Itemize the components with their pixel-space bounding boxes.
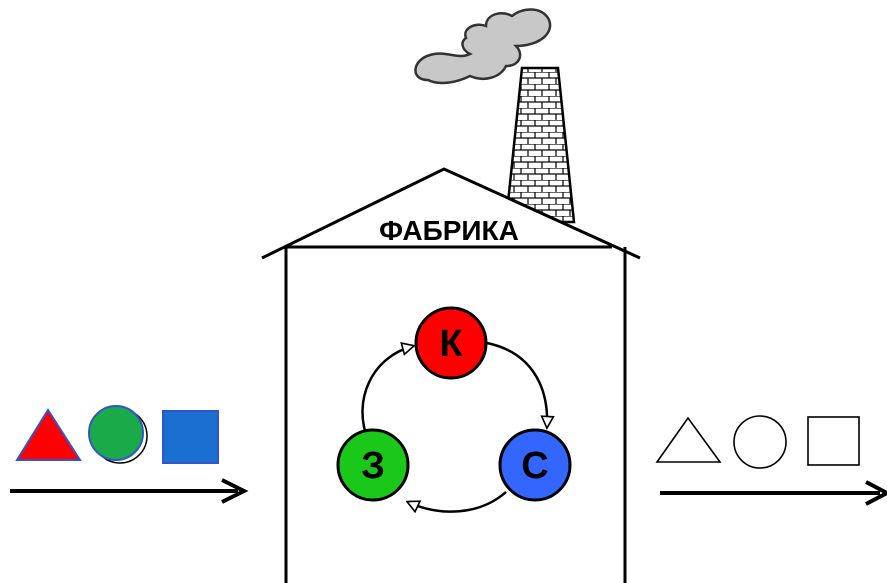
- factory-roof: ФАБРИКА: [261, 167, 641, 260]
- output-arrow-head: [865, 480, 887, 506]
- factory-walls: [284, 247, 627, 583]
- arrow-k-to-s: [486, 341, 547, 427]
- chimney: [504, 66, 576, 224]
- node-k-circle: [414, 306, 488, 380]
- cycle-node-k: К: [414, 306, 488, 380]
- output-circle: [733, 415, 787, 469]
- node-z-letter: З: [361, 445, 385, 487]
- input-square: [162, 410, 219, 464]
- arrow-s-to-z: [408, 491, 507, 512]
- smoke-path: [414, 8, 552, 85]
- factory-title: ФАБРИКА: [379, 215, 519, 246]
- input-arrow: [10, 478, 249, 504]
- arrow-z-to-k: [361, 346, 413, 441]
- output-shapes: [655, 415, 860, 469]
- node-k-letter: К: [439, 323, 463, 365]
- output-square: [807, 416, 860, 466]
- node-s-circle: [498, 428, 572, 502]
- output-arrow: [660, 480, 887, 506]
- cycle-node-z: З: [336, 428, 410, 502]
- cycle-arrows: [361, 341, 547, 512]
- output-triangle: [655, 416, 722, 463]
- node-z-circle: [336, 428, 410, 502]
- input-triangle: [15, 408, 82, 461]
- input-arrow-head: [221, 478, 249, 504]
- input-shapes: [15, 405, 219, 464]
- roof-outline: [261, 167, 641, 260]
- input-circle: [88, 405, 144, 461]
- cycle-node-s: С: [498, 428, 572, 502]
- node-s-letter: С: [521, 445, 548, 487]
- smoke-cloud: [414, 8, 552, 85]
- chimney-body: [504, 66, 576, 224]
